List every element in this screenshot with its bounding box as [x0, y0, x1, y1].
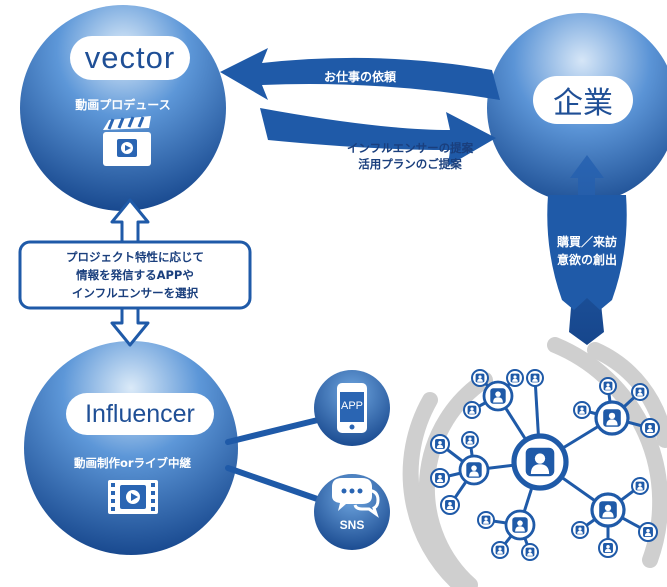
- film-icon: [108, 480, 158, 514]
- user-icon: [521, 543, 539, 561]
- user-icon: [631, 477, 649, 495]
- company-label-pill: 企業: [533, 76, 633, 124]
- app-label: APP: [340, 400, 363, 412]
- company-label: 企業: [553, 86, 613, 121]
- project-box-line-2: 情報を発信するAPPや: [76, 268, 194, 282]
- influencer-label-pill: Influencer: [66, 393, 214, 435]
- user-icon: [599, 377, 617, 395]
- user-icon: [471, 369, 489, 387]
- proposal-label-1: インフルエンサーの提案: [346, 141, 474, 155]
- proposal-label-2: 活用プランのご提案: [358, 157, 462, 171]
- user-icon: [440, 495, 460, 515]
- proposal-arrow: [260, 108, 496, 166]
- request-label: お仕事の依頼: [323, 70, 396, 84]
- user-icon: [598, 538, 618, 558]
- smartphone-icon: [337, 383, 367, 433]
- user-icon: [482, 380, 514, 412]
- clapperboard-icon: [103, 116, 151, 166]
- project-box-border: [18, 240, 252, 310]
- user-icon: [430, 468, 450, 488]
- sns-label: SNS: [339, 518, 365, 532]
- user-icon: [461, 431, 479, 449]
- user-icon: [594, 400, 630, 436]
- purchase-label-2: 意欲の創出: [556, 253, 617, 267]
- user-icon: [571, 521, 589, 539]
- vector-label-pill: vector: [70, 36, 190, 80]
- user-icon: [430, 434, 450, 454]
- influencer-circle: [24, 341, 238, 555]
- purchase-label-1: 購買／来訪: [556, 235, 617, 249]
- user-icon: [491, 541, 509, 559]
- project-box-line-1: プロジェクト特性に応じて: [66, 250, 204, 264]
- vector-subtitle: 動画プロデュース: [75, 98, 171, 112]
- influencer-label: Influencer: [85, 399, 195, 428]
- user-icon: [504, 509, 536, 541]
- central-user-icon: [511, 433, 569, 491]
- user-icon: [477, 511, 495, 529]
- user-icon: [458, 454, 490, 486]
- user-icon: [526, 369, 544, 387]
- user-icon: [573, 401, 591, 419]
- chat-bubble-icon: [332, 478, 380, 518]
- purchase-ribbon: [547, 195, 627, 310]
- user-icon: [631, 383, 649, 401]
- request-arrow: [220, 48, 500, 100]
- vector-label: vector: [84, 40, 176, 75]
- influencer-subtitle: 動画制作orライブ中継: [73, 456, 192, 470]
- connector-lines: [225, 415, 329, 505]
- project-box-line-3: インフルエンサーを選択: [71, 286, 199, 300]
- user-icon: [506, 369, 524, 387]
- user-icon: [638, 522, 658, 542]
- user-icon: [640, 418, 660, 438]
- user-icon: [590, 492, 626, 528]
- user-icon: [463, 401, 481, 419]
